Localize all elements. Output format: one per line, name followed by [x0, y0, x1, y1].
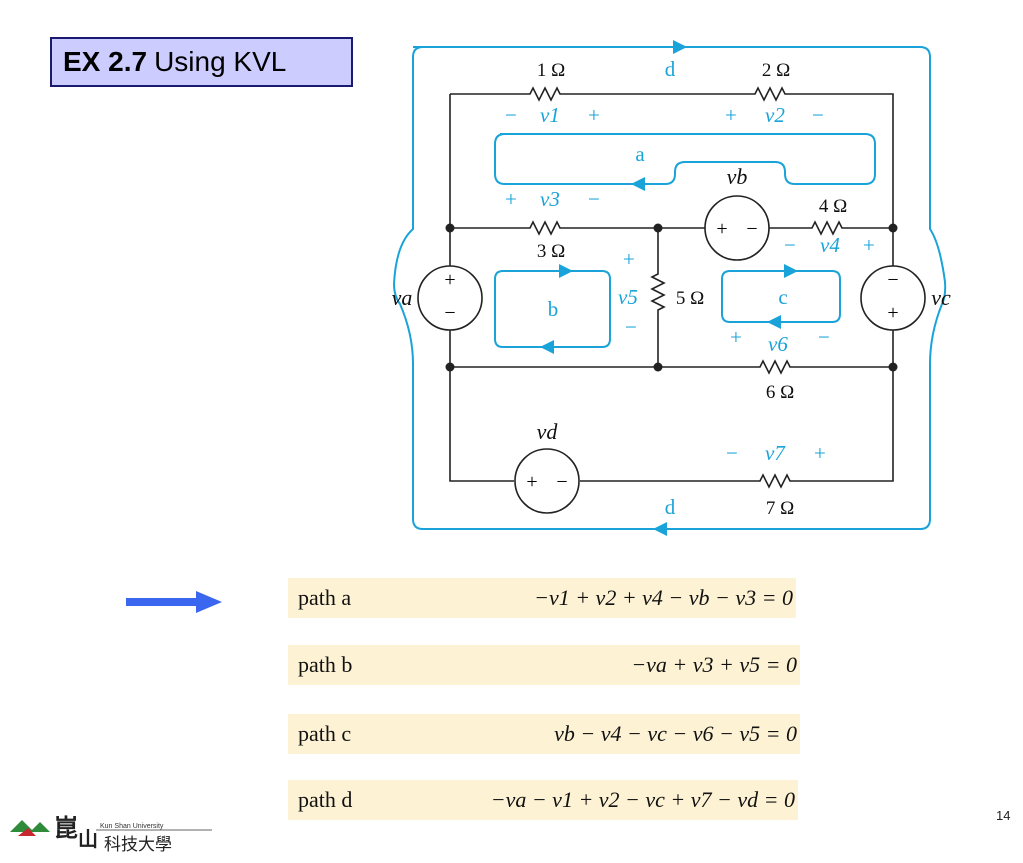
v6-plus: +	[730, 325, 742, 349]
v2-minus: −	[812, 103, 824, 127]
junction-nodes	[445, 223, 898, 372]
v1-label: v1	[540, 103, 560, 127]
loop-b	[494, 270, 611, 348]
pointer-arrow	[126, 591, 222, 613]
title-rest: Using KVL	[154, 46, 287, 77]
svg-text:−: −	[887, 269, 898, 291]
v7-plus: +	[814, 441, 826, 465]
r3-label: 3 Ω	[537, 241, 565, 262]
v4-plus: +	[863, 233, 875, 257]
r4-label: 4 Ω	[819, 196, 847, 217]
equation-label: path d	[298, 787, 353, 812]
v7-minus: −	[726, 441, 738, 465]
v6-minus: −	[818, 325, 830, 349]
page-number: 14	[996, 808, 1011, 823]
svg-text:−: −	[556, 471, 567, 493]
equation-path-a: path a −v1 + v2 + v4 − vb − v3 = 0	[288, 578, 796, 618]
path-d-top-label: d	[665, 57, 676, 81]
r5-label: 5 Ω	[676, 288, 704, 309]
r7-label: 7 Ω	[766, 498, 794, 519]
path-d-bottom-label: d	[665, 495, 676, 519]
loop-c	[721, 270, 841, 323]
equation-path-d: path d −va − v1 + v2 − vc + v7 − vd = 0	[288, 780, 798, 820]
equation-label: path c	[298, 721, 352, 746]
slide-title: EX 2.7 Using KVL	[50, 37, 353, 87]
source-va: + −	[417, 265, 483, 331]
v1-minus: −	[505, 103, 517, 127]
v5-label: v5	[618, 285, 638, 309]
v3-label: v3	[540, 187, 560, 211]
loop-a	[494, 133, 876, 185]
equation-expr: vb − v4 − vc − v6 − v5 = 0	[554, 721, 797, 746]
v5-plus: +	[623, 247, 635, 271]
v3-plus: +	[505, 187, 517, 211]
r2-label: 2 Ω	[762, 60, 790, 81]
v2-label: v2	[765, 103, 785, 127]
equation-label: path a	[298, 585, 352, 610]
svg-text:+: +	[716, 218, 727, 240]
equation-expr: −v1 + v2 + v4 − vb − v3 = 0	[534, 585, 793, 610]
vc-label: vc	[931, 285, 951, 310]
path-b-label: b	[548, 297, 559, 321]
equation-expr: −va − v1 + v2 − vc + v7 − vd = 0	[490, 787, 795, 812]
svg-text:山: 山	[78, 827, 98, 851]
svg-text:科技大學: 科技大學	[104, 835, 172, 855]
va-label: va	[392, 285, 413, 310]
v1-plus: +	[588, 103, 600, 127]
source-vd: + −	[514, 448, 580, 514]
svg-text:−: −	[444, 302, 455, 324]
equation-path-c: path c vb − v4 − vc − v6 − v5 = 0	[288, 714, 800, 754]
r1-label: 1 Ω	[537, 60, 565, 81]
path-a-label: a	[635, 142, 645, 166]
svg-text:崑: 崑	[54, 813, 78, 842]
v4-label: v4	[820, 233, 840, 257]
vb-label: vb	[727, 164, 748, 189]
source-vb: + −	[704, 195, 770, 261]
v4-minus: −	[784, 233, 796, 257]
v3-minus: −	[588, 187, 600, 211]
university-logo: 崑 山 Kun Shan University 科技大學	[10, 813, 212, 855]
v7-label: v7	[765, 441, 786, 465]
path-c-label: c	[778, 285, 787, 309]
r6-label: 6 Ω	[766, 382, 794, 403]
svg-text:+: +	[887, 302, 898, 324]
vd-label: vd	[537, 419, 559, 444]
logo-text: Kun Shan University	[100, 823, 164, 830]
svg-text:+: +	[526, 471, 537, 493]
v2-plus: +	[725, 103, 737, 127]
source-vc: − +	[860, 265, 926, 331]
circuit-wires	[449, 86, 894, 489]
title-bold: EX 2.7	[63, 46, 148, 77]
equation-label: path b	[298, 652, 353, 677]
svg-text:−: −	[746, 218, 757, 240]
svg-text:+: +	[444, 269, 455, 291]
circuit-diagram: + − + − − + + − 1 Ω 2 Ω 3 Ω 4 Ω 5 Ω 6 Ω …	[392, 40, 951, 536]
equation-expr: −va + v3 + v5 = 0	[631, 652, 797, 677]
v5-minus: −	[625, 315, 637, 339]
equation-path-b: path b −va + v3 + v5 = 0	[288, 645, 800, 685]
v6-label: v6	[768, 332, 788, 356]
